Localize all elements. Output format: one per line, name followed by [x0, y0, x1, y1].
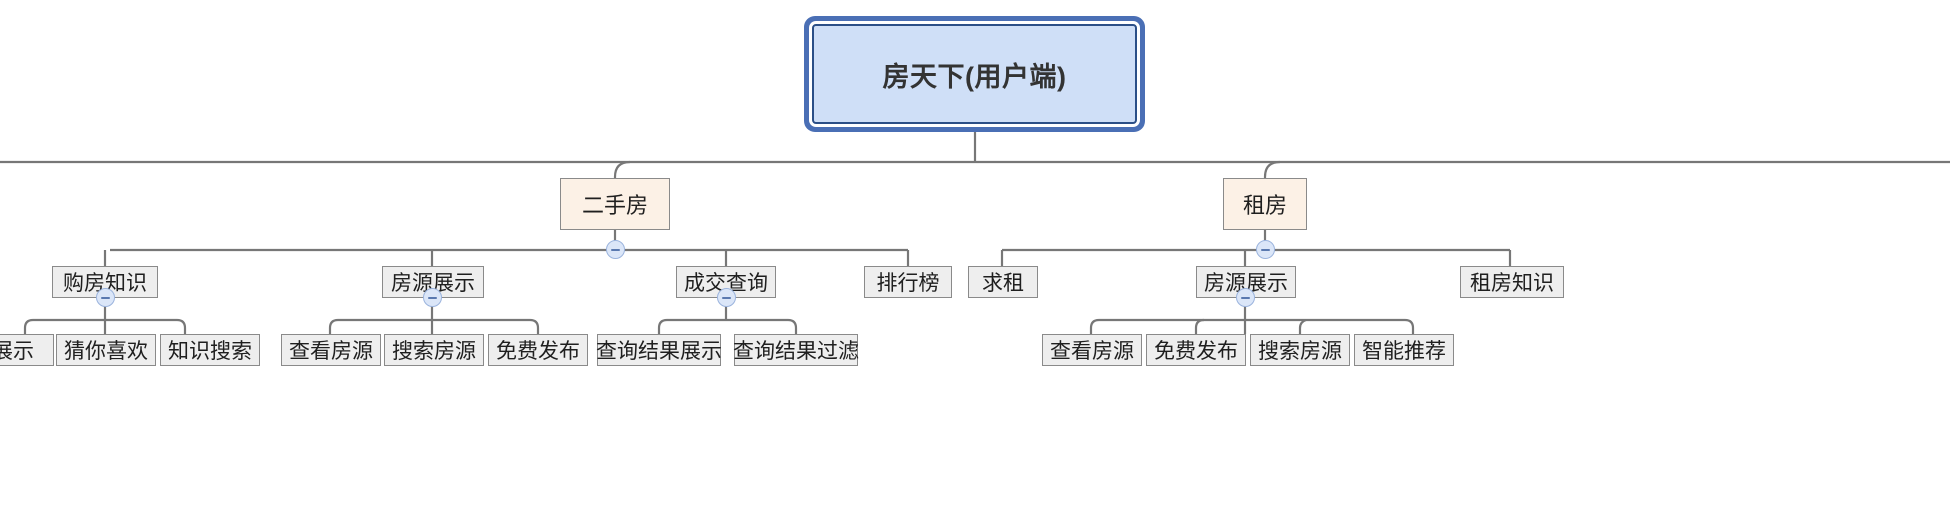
leaf-sousuofangyuan-ershoufang-label: 搜索房源 — [392, 340, 476, 363]
leaf-mianfeifabu-zufang-label: 免费发布 — [1154, 340, 1238, 363]
leaf-zhishisousuo[interactable]: 知识搜索 — [160, 334, 260, 366]
leaf-mianfeifabu-ershoufang[interactable]: 免费发布 — [488, 334, 588, 366]
node-goufangzhishi[interactable]: 购房知识 — [52, 266, 158, 298]
leaf-chakanfangyuan-ershoufang-label: 查看房源 — [289, 340, 373, 363]
leaf-chaxunjieguoguolv[interactable]: 查询结果过滤 — [733, 334, 859, 366]
node-qiuzu[interactable]: 求租 — [968, 266, 1038, 298]
leaf-zhanshi[interactable]: 展示 — [0, 334, 54, 366]
leaf-chakanfangyuan-zufang[interactable]: 查看房源 — [1042, 334, 1142, 366]
node-zufang[interactable]: 租房 — [1223, 178, 1307, 230]
leaf-chakanfangyuan-zufang-label: 查看房源 — [1050, 340, 1134, 363]
leaf-zhishisousuo-label: 知识搜索 — [168, 340, 252, 363]
minus-glyph — [101, 296, 110, 299]
node-chengjiaochaxun-label: 成交查询 — [684, 272, 768, 295]
leaf-mianfeifabu-ershoufang-label: 免费发布 — [496, 340, 580, 363]
node-zufang-label: 租房 — [1242, 193, 1287, 218]
leaf-zhinengtuijian[interactable]: 智能推荐 — [1354, 334, 1454, 366]
leaf-chaxunjieguoguolv-label: 查询结果过滤 — [733, 340, 859, 363]
node-chengjiaochaxun[interactable]: 成交查询 — [676, 266, 776, 298]
node-zufangzhishi[interactable]: 租房知识 — [1460, 266, 1564, 298]
minus-glyph — [611, 248, 620, 251]
collapse-minus-icon-fangyuanzhanshi-zufang[interactable] — [1236, 288, 1255, 307]
node-paihangbang-label: 排行榜 — [876, 272, 940, 295]
leaf-mianfeifabu-zufang[interactable]: 免费发布 — [1146, 334, 1246, 366]
collapse-minus-icon-goufangzhishi[interactable] — [96, 288, 115, 307]
minus-glyph — [722, 296, 731, 299]
collapse-minus-icon-chengjiaochaxun[interactable] — [717, 288, 736, 307]
collapse-minus-icon-zufang[interactable] — [1256, 240, 1275, 259]
leaf-zhinengtuijian-label: 智能推荐 — [1362, 340, 1446, 363]
leaf-chaxunjieguozhanshi-label: 查询结果展示 — [596, 340, 722, 363]
leaf-sousuofangyuan-ershoufang[interactable]: 搜索房源 — [384, 334, 484, 366]
leaf-cainixihuan-label: 猜你喜欢 — [64, 340, 148, 363]
node-qiuzu-label: 求租 — [982, 272, 1024, 295]
root-node-fangtianxia[interactable]: 房天下(用户端) — [812, 24, 1137, 124]
leaf-sousuofangyuan-zufang[interactable]: 搜索房源 — [1250, 334, 1350, 366]
node-ershoufang-label: 二手房 — [581, 193, 648, 218]
node-fangyuanzhanshi-zufang-label: 房源展示 — [1204, 272, 1288, 295]
node-zufangzhishi-label: 租房知识 — [1470, 272, 1554, 295]
leaf-zhanshi-label: 展示 — [0, 340, 34, 363]
collapse-minus-icon-ershoufang[interactable] — [606, 240, 625, 259]
leaf-cainixihuan[interactable]: 猜你喜欢 — [56, 334, 156, 366]
minus-glyph — [1241, 296, 1250, 299]
node-goufangzhishi-label: 购房知识 — [63, 272, 147, 295]
leaf-chaxunjieguozhanshi[interactable]: 查询结果展示 — [596, 334, 722, 366]
leaf-chakanfangyuan-ershoufang[interactable]: 查看房源 — [281, 334, 381, 366]
node-paihangbang[interactable]: 排行榜 — [864, 266, 952, 298]
collapse-minus-icon-fangyuanzhanshi-ershoufang[interactable] — [423, 288, 442, 307]
leaf-sousuofangyuan-zufang-label: 搜索房源 — [1258, 340, 1342, 363]
node-ershoufang[interactable]: 二手房 — [560, 178, 670, 230]
minus-glyph — [428, 296, 437, 299]
minus-glyph — [1261, 248, 1270, 251]
root-node-label: 房天下(用户端) — [882, 61, 1067, 92]
node-fangyuanzhanshi-ershoufang-label: 房源展示 — [391, 272, 475, 295]
